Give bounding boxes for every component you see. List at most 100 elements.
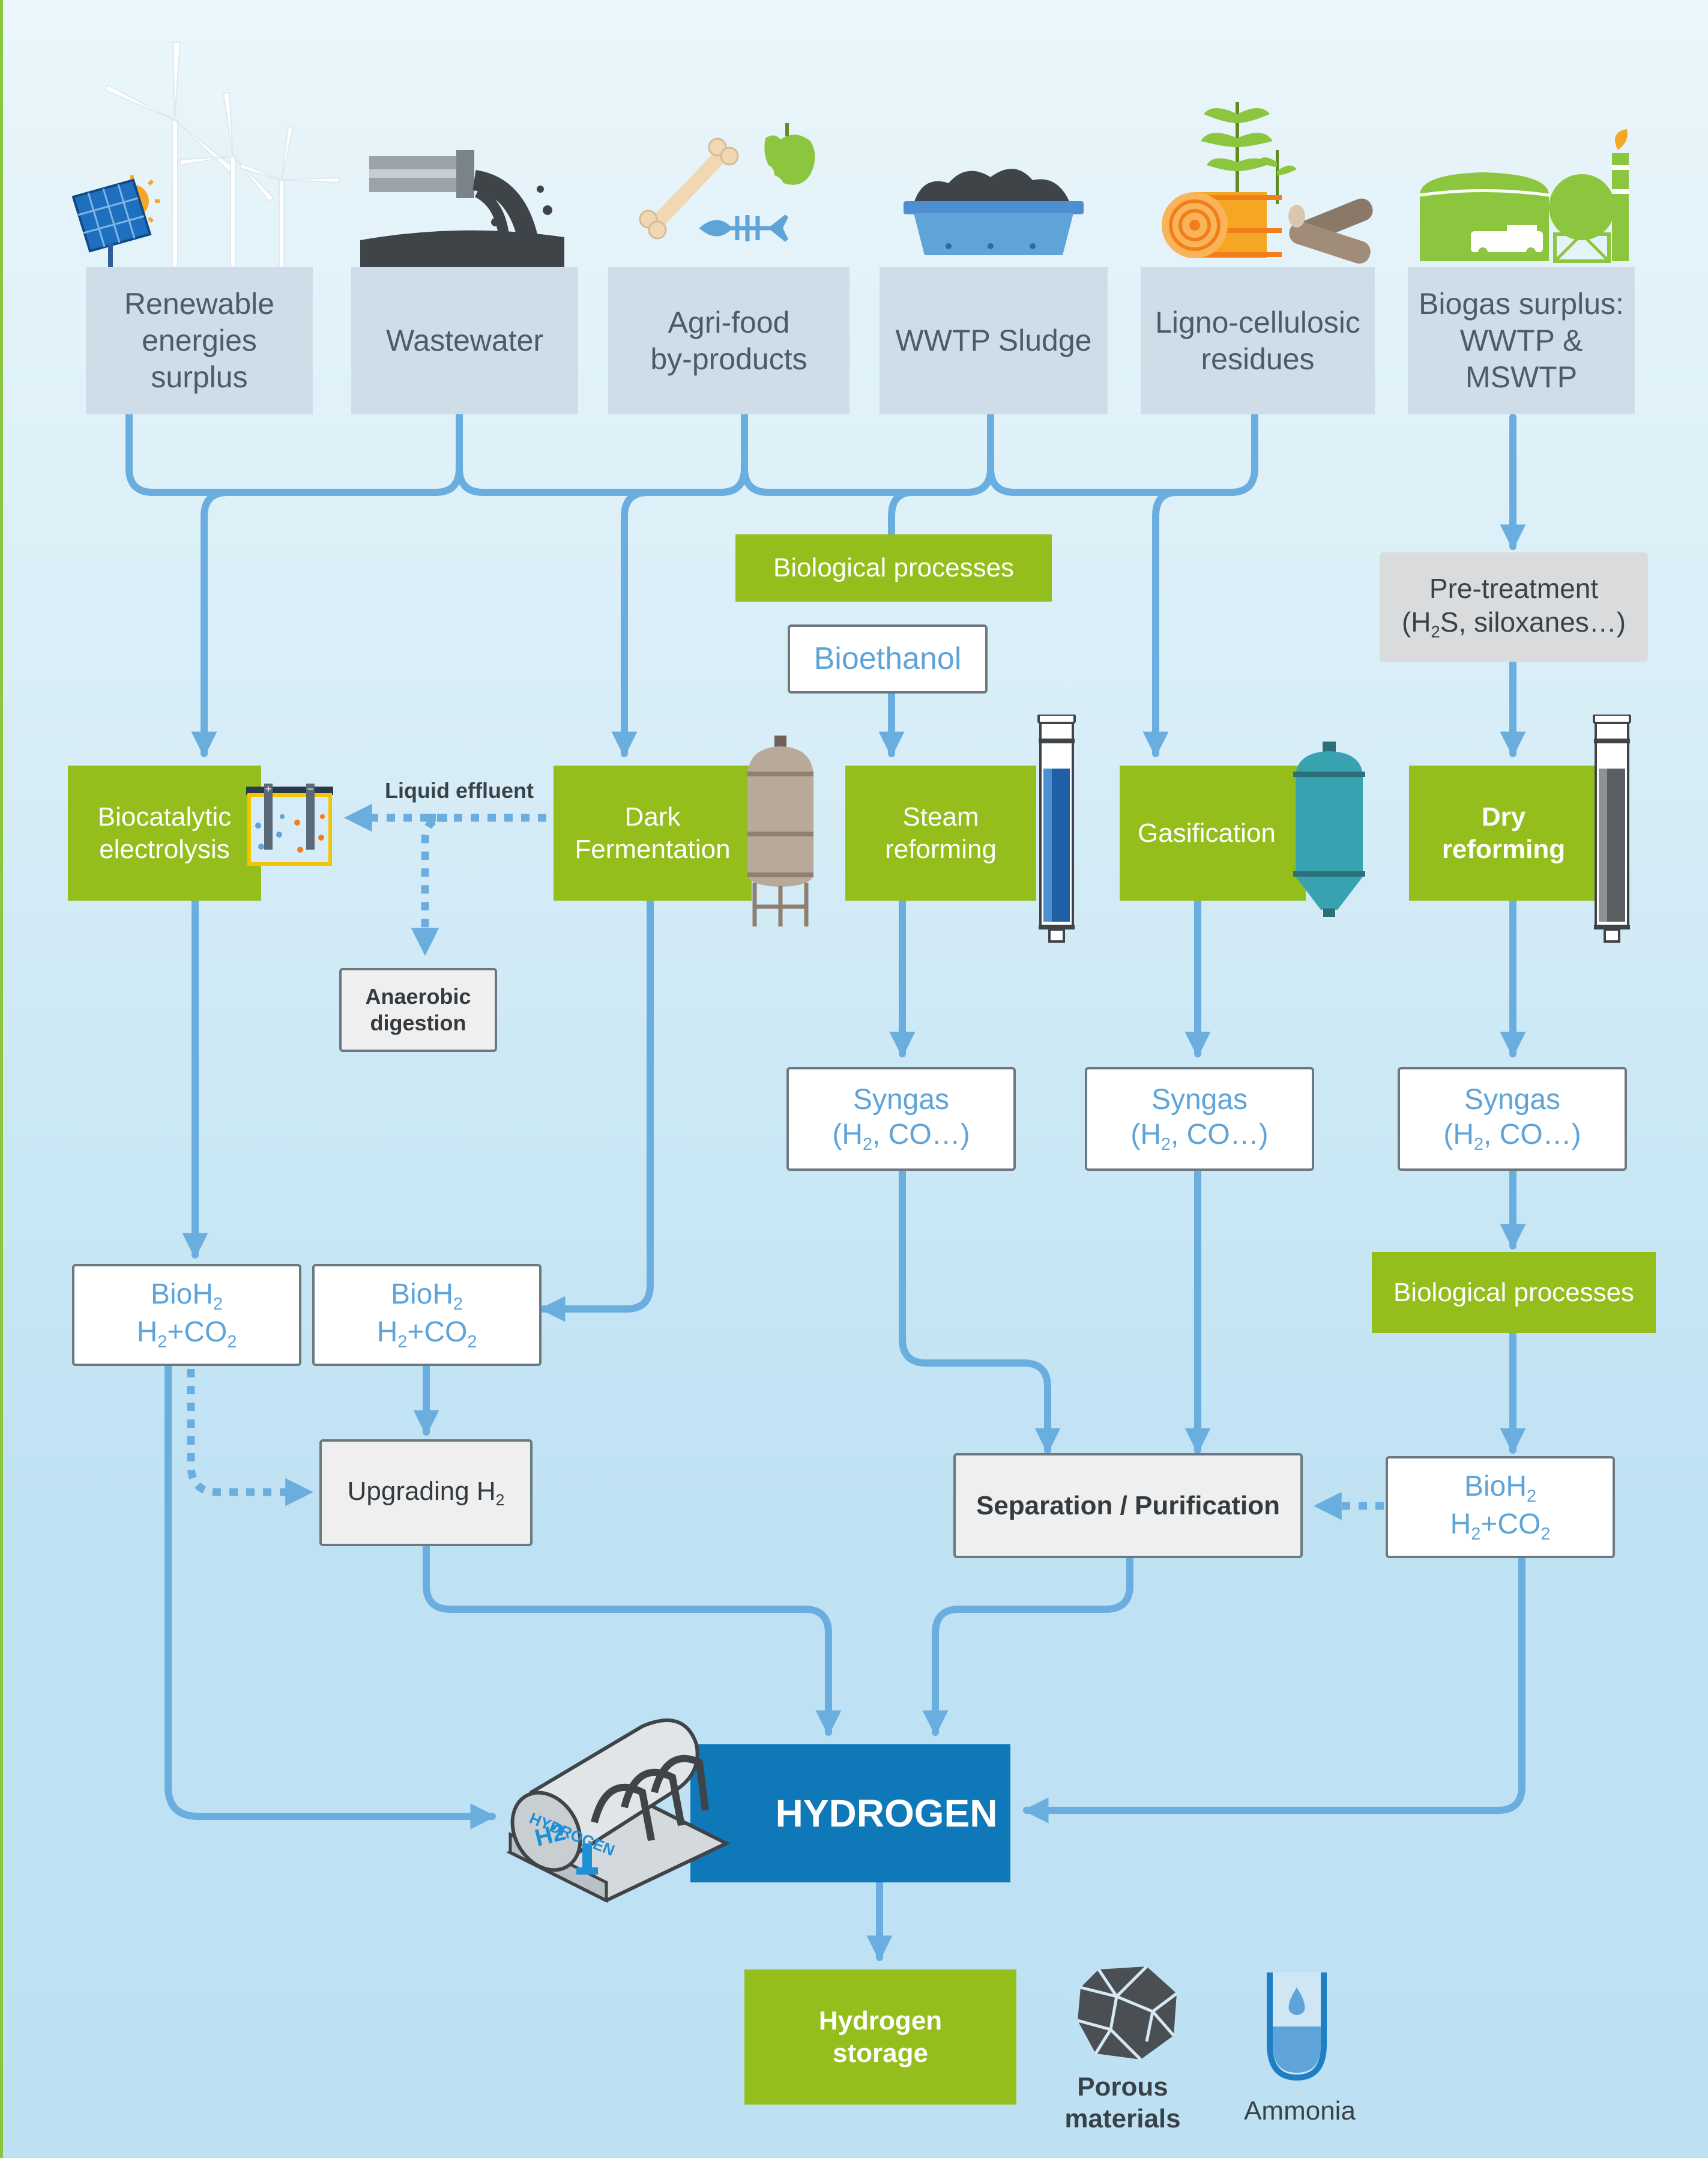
syngas-title: Syngas: [1151, 1083, 1248, 1116]
upgrading-label: Upgrading H2: [347, 1476, 505, 1510]
biogas-plant-icon: [1419, 129, 1629, 263]
process-label: Dark: [624, 802, 681, 832]
gasifier-tank-icon: [1293, 742, 1365, 917]
separation-purification-box: Separation / Purification: [953, 1453, 1303, 1558]
source-label: Ligno-cellulosic: [1155, 305, 1360, 339]
wind-solar-icon: [71, 41, 340, 268]
pretreatment-box: Pre-treatment (H2S, siloxanes…): [1380, 552, 1648, 662]
porous-label: Porous: [1077, 2072, 1168, 2102]
upgrading-h2-box: Upgrading H2: [319, 1439, 533, 1546]
arrow-bioh2-to-hydrogen: [164, 1362, 496, 1830]
electrolysis-cell-icon: + −: [246, 783, 333, 866]
syngas-formula: (H2, CO…): [832, 1119, 970, 1155]
syngas-box-steam: Syngas (H2, CO…): [786, 1067, 1016, 1171]
biological-processes-top: Biological processes: [735, 534, 1052, 602]
source-renewable-energies: Renewable energies surplus: [86, 267, 313, 414]
hydrogen-tank-icon: HYDROGEN H2: [506, 1718, 731, 1903]
arrow-syngas1-to-separation: [899, 1167, 1061, 1454]
process-label: reforming: [885, 834, 997, 864]
bioh2-formula: H2+CO2: [136, 1316, 237, 1352]
syngas-box-dry: Syngas (H2, CO…): [1398, 1067, 1627, 1171]
fermenter-tank-icon: [747, 736, 813, 926]
source-label: surplus: [151, 360, 248, 394]
arrow-separation-to-hydrogen: [922, 1555, 1133, 1736]
ammonia-label: Ammonia: [1244, 2096, 1356, 2126]
syngas-formula: (H2, CO…): [1130, 1119, 1269, 1155]
source-label: Agri-food: [668, 305, 790, 339]
syngas-title: Syngas: [1464, 1083, 1561, 1116]
arrow-bioh2-right-to-hydrogen: [1022, 1555, 1525, 1824]
source-wastewater: Wastewater: [351, 267, 578, 414]
source-label: energies: [142, 324, 257, 357]
syngas-title: Syngas: [852, 1083, 950, 1116]
source-biogas-surplus: Biogas surplus: WWTP & MSWTP: [1408, 267, 1635, 414]
biological-processes-right: Biological processes: [1372, 1252, 1656, 1333]
arrow-to-gasification: [1142, 489, 1180, 758]
hay-bale-logs-icon: [1162, 102, 1373, 264]
pretreatment-detail: (H2S, siloxanes…): [1401, 606, 1626, 642]
dashed-arrow-bioh2-upgrading: [187, 1369, 314, 1507]
bone-apple-fish-icon: [639, 123, 815, 242]
anaerobic-label: Anaerobic: [365, 984, 471, 1009]
sludge-tank-icon: [904, 169, 1084, 255]
source-label: WWTP Sludge: [895, 324, 1092, 357]
source-label: by-products: [650, 342, 807, 376]
dry-reactor-icon: [1593, 715, 1631, 943]
arrow-agri-sludge-merge: [741, 411, 994, 496]
wastewater-pipe-icon: [360, 150, 564, 267]
left-accent-bar: [0, 0, 3, 2158]
bioh2-title: BioH2: [390, 1278, 463, 1314]
ammonia-tube-icon: [1267, 1972, 1327, 2081]
svg-text:+: +: [265, 783, 272, 795]
arrow-renewable-wastewater-merge: [125, 411, 463, 496]
process-label: Dry: [1481, 802, 1526, 832]
source-label: residues: [1201, 342, 1315, 376]
pretreatment-label: Pre-treatment: [1429, 573, 1599, 605]
biological-processes-label: Biological processes: [1393, 1277, 1635, 1307]
svg-text:−: −: [307, 783, 314, 795]
bioh2-box-middle: BioH2 H2+CO2: [312, 1264, 542, 1366]
source-label: Renewable: [124, 287, 275, 321]
bioh2-title: BioH2: [150, 1278, 223, 1314]
separation-label: Separation / Purification: [976, 1490, 1281, 1520]
arrow-upgrading-to-hydrogen: [423, 1543, 842, 1736]
source-label: Biogas surplus:: [1419, 287, 1624, 321]
storage-label: Hydrogen: [818, 2005, 943, 2036]
anaerobic-label: digestion: [370, 1011, 466, 1035]
process-label: Fermentation: [575, 834, 731, 864]
anaerobic-digestion-box: Anaerobic digestion: [339, 968, 497, 1052]
porous-material-icon: [1077, 1965, 1178, 2061]
bioethanol-box: Bioethanol: [788, 624, 988, 694]
bioethanol-label: Bioethanol: [813, 641, 962, 676]
steam-reactor-icon: [1037, 715, 1076, 943]
process-label: Biocatalytic: [97, 802, 232, 832]
hydrogen-box: HYDROGEN: [690, 1744, 1010, 1882]
process-steam-reforming: Steam reforming: [845, 766, 1036, 901]
source-wwtp-sludge: WWTP Sludge: [880, 267, 1108, 414]
source-label: MSWTP: [1465, 360, 1578, 394]
process-label: electrolysis: [99, 834, 230, 864]
liquid-effluent-label: Liquid effluent: [385, 778, 534, 803]
source-ligno-cellulosic: Ligno-cellulosic residues: [1141, 267, 1375, 414]
porous-materials-label: Porous materials: [1045, 2072, 1201, 2135]
process-label: Gasification: [1138, 818, 1276, 848]
arrow-sludge-ligno-merge: [987, 411, 1258, 496]
source-label: WWTP &: [1459, 324, 1583, 357]
storage-label: storage: [833, 2038, 928, 2068]
process-dark-fermentation: Dark Fermentation: [554, 766, 752, 901]
bioh2-box-right: BioH2 H2+CO2: [1386, 1456, 1615, 1558]
process-label: reforming: [1441, 834, 1566, 864]
dashed-arrow-anaerobic: [411, 814, 448, 957]
porous-label: materials: [1064, 2103, 1181, 2133]
syngas-box-gasification: Syngas (H2, CO…): [1085, 1067, 1314, 1171]
biological-processes-label: Biological processes: [773, 553, 1015, 583]
process-biocatalytic-electrolysis: Biocatalytic electrolysis: [68, 766, 261, 901]
syngas-formula: (H2, CO…): [1443, 1119, 1581, 1155]
arrow-biological-line: [888, 489, 916, 544]
arrow-dark-to-bioh2: [539, 897, 654, 1322]
hydrogen-label: HYDROGEN: [775, 1791, 998, 1835]
arrow-to-dark-fermentation: [611, 489, 652, 758]
arrow-wastewater-agri-merge: [456, 411, 748, 496]
